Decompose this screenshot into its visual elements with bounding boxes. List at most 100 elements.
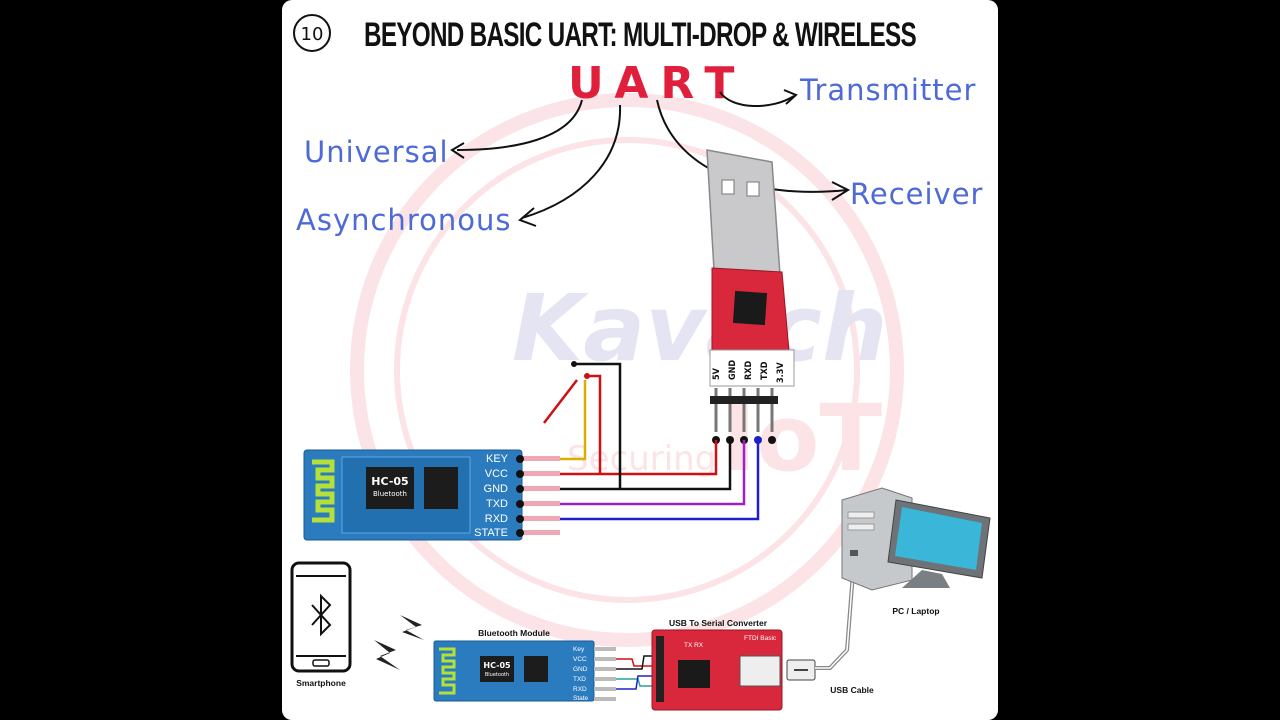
- wireless-bolt-icon: [400, 615, 424, 640]
- adapter-chip: [732, 290, 768, 326]
- bottom-pin-label: RXD: [573, 686, 587, 693]
- ftdi-txrx-label: TX RX: [684, 642, 704, 649]
- watermark-ring: [350, 93, 904, 647]
- arrowhead-asynchronous: [518, 207, 537, 227]
- hc05-chip: [366, 467, 414, 509]
- pc-drive-bay: [847, 511, 875, 519]
- converter-label: USB To Serial Converter: [669, 618, 768, 628]
- wiring: [543, 362, 760, 521]
- ftdi-header: [656, 636, 664, 702]
- ftdi-board: FTDI Basic TX RX: [651, 629, 783, 711]
- bottom-pin-label: GND: [573, 666, 588, 673]
- bottom-wire: [616, 675, 652, 690]
- watermark-line3: Securing: [567, 439, 716, 479]
- hc05-antenna: [312, 459, 335, 523]
- ftdi-usb-port: [739, 655, 781, 687]
- ftdi-pcb: [651, 629, 783, 711]
- smartphone-label: Smartphone: [296, 678, 346, 688]
- bottom-hc05-chip: [480, 656, 514, 682]
- adapter-header-base: [710, 396, 778, 404]
- pin-stub: [522, 486, 560, 491]
- adapter-header-pins: [714, 388, 774, 432]
- adapter-pin-label: 5V: [712, 367, 722, 380]
- usb-plug-metal: [706, 149, 781, 276]
- pin-stub: [522, 530, 560, 535]
- pin-stub: [522, 501, 560, 506]
- wire-rxd: [560, 440, 760, 521]
- wire-key: [560, 380, 587, 461]
- wire-txd: [560, 440, 746, 506]
- uart-acronym: UART: [568, 58, 746, 109]
- page-title: BEYOND BASIC UART: MULTI-DROP & WIRELESS: [364, 16, 916, 54]
- usb-plug-hole-1: [721, 179, 735, 195]
- pc-usb-port: [850, 550, 858, 556]
- bottom-pin: [594, 647, 616, 651]
- expansion-universal: Universal: [304, 135, 449, 169]
- ftdi-chip: [678, 660, 710, 688]
- bottom-pin: [594, 677, 616, 681]
- pin-head: [516, 470, 524, 478]
- usb-ttl-adapter: [706, 149, 795, 387]
- bottom-hc05-pin-labels: Key VCC GND TXD RXD State: [573, 646, 589, 702]
- arrow-asynchronous: [521, 104, 622, 219]
- pin-stub: [522, 516, 560, 521]
- hc05-pin-label: VCC: [485, 468, 508, 480]
- junction-dot: [584, 373, 590, 379]
- adapter-pin-label: GND: [728, 360, 738, 380]
- bottom-wire: [616, 655, 652, 670]
- bottom-pin-label: TXD: [573, 676, 586, 683]
- bottom-pin: [594, 667, 616, 671]
- watermark-line1: Kavach: [512, 275, 887, 382]
- bluetooth-icon: [311, 593, 332, 637]
- bottom-hc05-pins: [594, 647, 616, 701]
- adapter-pin-label-strip: [709, 349, 795, 387]
- adapter-pin-label: TXD: [760, 361, 770, 380]
- watermark: Kavach IoT Securing: [350, 93, 904, 647]
- pc-monitor-stand: [902, 570, 950, 588]
- bottom-pin: [594, 697, 616, 701]
- expansion-transmitter: Transmitter: [799, 73, 976, 107]
- bottom-pin: [594, 687, 616, 691]
- wire-gnd: [560, 440, 732, 491]
- pin-dot: [768, 436, 776, 444]
- hc05-pin-label: RXD: [485, 513, 508, 525]
- hc05-pin-label: KEY: [486, 453, 509, 465]
- pc-computer: [841, 487, 991, 591]
- bottom-pin-label: Key: [573, 646, 585, 653]
- pin-head: [516, 500, 524, 508]
- bottom-pin: [594, 657, 616, 661]
- hc05-pin-label: TXD: [486, 498, 508, 510]
- pc-monitor-screen: [895, 507, 982, 570]
- ftdi-label: FTDI Basic: [744, 635, 777, 642]
- diagram-svg: Kavach IoT Securing 10 BEYOND BASIC UART…: [290, 14, 991, 711]
- wire-gnd-jumper: [574, 362, 622, 489]
- usb-plug-hole-2: [746, 181, 760, 197]
- bottom-wire: [616, 678, 652, 687]
- bluetooth-module-label: Bluetooth Module: [478, 628, 550, 638]
- adapter-pin-labels: 5V GND RXD TXD 3.3V: [712, 360, 786, 383]
- bottom-wire: [616, 658, 652, 667]
- pin-head: [516, 529, 524, 537]
- wire-key-switch: [543, 379, 578, 424]
- bottom-hc05-sub: Bluetooth: [485, 672, 509, 678]
- arrowhead-receiver: [831, 181, 851, 201]
- watermark-ring-inner: [394, 137, 860, 603]
- bottom-wiring: [616, 655, 652, 690]
- wireless-bolt-icon: [374, 640, 400, 670]
- step-number: 10: [301, 24, 324, 45]
- step-badge: [293, 14, 331, 52]
- pc-label: PC / Laptop: [892, 606, 939, 616]
- phone-home-button: [312, 659, 330, 667]
- pin-head: [516, 455, 524, 463]
- usb-cable-label: USB Cable: [830, 685, 874, 695]
- hc05-subtitle: Bluetooth: [373, 490, 407, 498]
- hc05-pin-labels: KEY VCC GND TXD RXD STATE: [474, 453, 508, 539]
- pin-head: [516, 515, 524, 523]
- hc05-module: HC-05 Bluetooth: [303, 449, 523, 541]
- wire-vcc: [560, 440, 718, 476]
- expansion-asynchronous: Asynchronous: [296, 203, 511, 237]
- bottom-pin-label: VCC: [573, 656, 587, 663]
- arrowhead-transmitter: [783, 89, 798, 105]
- smartphone: [290, 561, 352, 673]
- bottom-pin-label: State: [573, 695, 589, 702]
